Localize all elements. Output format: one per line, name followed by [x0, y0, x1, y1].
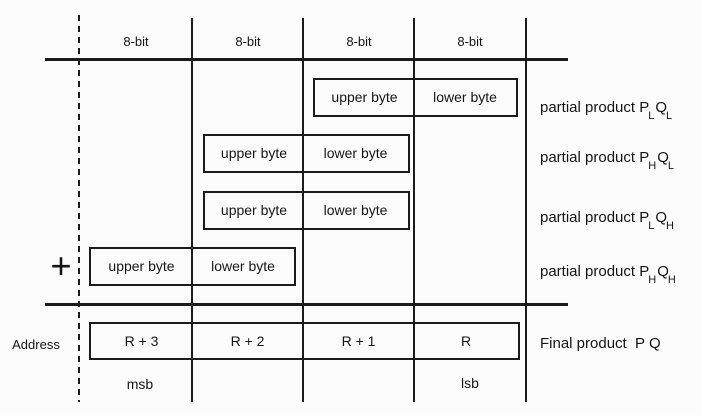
upper-byte-cell: upper byte: [108, 258, 175, 274]
label-text: partial product: [540, 149, 640, 166]
final-product-label: Final product P Q: [540, 335, 661, 352]
partial-product-label-plqh: partial product PLQH: [540, 209, 675, 232]
p-symbol: P: [639, 149, 650, 166]
partial-product-label-phql: partial product PHQL: [540, 149, 675, 172]
q-subscript: L: [666, 110, 673, 122]
msb-label: msb: [126, 376, 154, 392]
partial-product-label-plql: partial product PLQL: [540, 99, 673, 122]
address-label: Address: [12, 337, 60, 352]
plus-sign: +: [50, 245, 72, 286]
lower-byte-cell: lower byte: [323, 202, 388, 218]
column-header-2: 8-bit: [235, 34, 261, 49]
p-symbol: P: [639, 99, 650, 116]
p-subscript: H: [648, 274, 657, 286]
p-symbol: P: [639, 263, 650, 280]
q-symbol: Q: [657, 149, 669, 166]
final-cell-r2: R + 2: [230, 333, 265, 349]
upper-byte-cell: upper byte: [220, 202, 288, 218]
label-text: partial product: [540, 209, 640, 226]
p-subscript: L: [648, 220, 655, 232]
partial-product-box-plql: upper byte lower byte: [313, 78, 518, 117]
p-symbol: P: [639, 209, 650, 226]
q-symbol: Q: [655, 99, 668, 116]
lower-byte-cell: lower byte: [433, 89, 497, 105]
label-text: partial product: [540, 99, 640, 116]
lower-byte-cell: lower byte: [323, 145, 388, 161]
column-header-1: 8-bit: [123, 34, 149, 49]
column-line-4: [525, 18, 527, 402]
column-header-4: 8-bit: [457, 34, 483, 49]
partial-product-box-phqh: upper byte lower byte: [89, 247, 296, 286]
partial-product-label-phqh: partial product PHQH: [540, 263, 677, 286]
sum-rule: [45, 303, 568, 306]
final-cell-r1: R + 1: [341, 333, 376, 349]
final-product-box: R + 3 R + 2 R + 1 R: [89, 322, 520, 360]
q-symbol: Q: [657, 263, 669, 280]
partial-product-box-phql: upper byte lower byte: [203, 134, 410, 173]
label-text: partial product: [540, 263, 640, 280]
column-header-3: 8-bit: [346, 34, 372, 49]
column-line-3: [413, 18, 415, 402]
final-cell-r3: R + 3: [124, 333, 159, 349]
partial-product-box-plqh: upper byte lower byte: [203, 191, 410, 230]
lsb-label: lsb: [461, 375, 479, 391]
p-subscript: H: [648, 160, 657, 172]
q-subscript: L: [667, 160, 674, 172]
upper-byte-cell: upper byte: [220, 145, 288, 161]
column-line-1: [191, 18, 193, 402]
lower-byte-cell: lower byte: [211, 258, 275, 274]
q-subscript: H: [666, 220, 674, 232]
final-cell-r: R: [460, 333, 472, 349]
p-subscript: L: [648, 110, 655, 122]
q-subscript: H: [667, 274, 676, 286]
column-line-2: [302, 18, 304, 402]
q-symbol: Q: [655, 209, 668, 226]
upper-byte-cell: upper byte: [331, 89, 398, 105]
dashed-boundary-line: [78, 15, 80, 402]
header-rule: [45, 58, 568, 61]
